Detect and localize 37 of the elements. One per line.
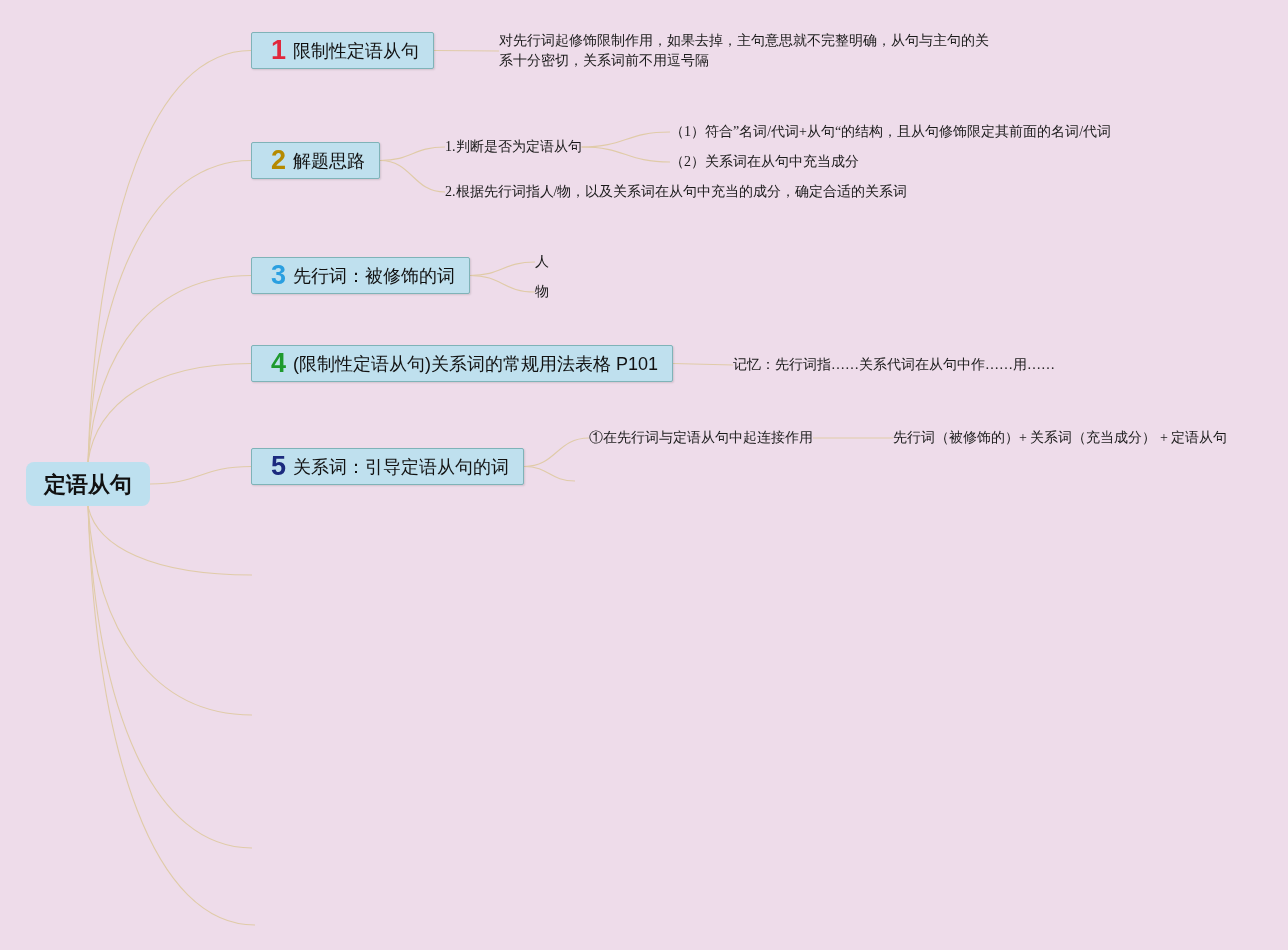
branch-line bbox=[672, 362, 734, 366]
branch-line bbox=[523, 465, 576, 482]
topic-box bbox=[251, 448, 525, 485]
topic-title: 关系词：引导定语从句的词 bbox=[293, 455, 510, 479]
step-number: 4 bbox=[271, 350, 287, 377]
subtopic-text: （1）符合”名词/代词+从句“的结构，且从句修饰限定其前面的名词/代词 bbox=[670, 122, 1112, 142]
topic-title: 解题思路 bbox=[293, 149, 366, 173]
topic-box bbox=[251, 257, 471, 294]
topic-box bbox=[251, 32, 435, 69]
branch-line bbox=[812, 437, 894, 439]
subtopic-text: 2.根据先行词指人/物，以及关系词在从句中充当的成分，确定合适的关系词 bbox=[445, 182, 908, 202]
branch-line bbox=[580, 146, 671, 163]
branch-line bbox=[469, 274, 536, 293]
topic-box bbox=[251, 142, 381, 179]
subtopic-text: ①在先行词与定语从句中起连接作用 bbox=[589, 428, 813, 448]
topic-box bbox=[251, 345, 674, 382]
branch-line bbox=[379, 159, 446, 193]
subtopic-text: 先行词（被修饰的）+ 关系词（充当成分） + 定语从句 bbox=[893, 428, 1228, 448]
subtopic-text: （2）关系词在从句中充当成分 bbox=[670, 152, 859, 172]
topic-title: (限制性定语从句)关系词的常规用法表格 P101 bbox=[293, 352, 659, 376]
subtopic-text: 物 bbox=[535, 282, 549, 302]
topic-title: 先行词：被修饰的词 bbox=[293, 264, 456, 288]
branch-line bbox=[87, 274, 252, 463]
branch-line bbox=[87, 505, 256, 926]
subtopic-text: 1.判断是否为定语从句 bbox=[445, 137, 582, 157]
step-number: 1 bbox=[271, 37, 287, 64]
branch-line bbox=[87, 159, 252, 463]
subtopic-text: 记忆：先行词指……关系代词在从句中作……用…… bbox=[733, 355, 1055, 375]
branch-line bbox=[433, 49, 500, 52]
branch-line bbox=[149, 465, 252, 485]
subtopic-text: 对先行词起修饰限制作用，如果去掉，主句意思就不完整明确，从句与主句的关系十分密切，关系词前不用逗号隔 bbox=[499, 31, 995, 71]
step-number: 5 bbox=[271, 453, 287, 480]
central-topic: 定语从句 bbox=[26, 462, 150, 506]
step-number: 3 bbox=[271, 262, 287, 289]
subtopic-text: 人 bbox=[535, 252, 549, 272]
topic-title: 限制性定语从句 bbox=[293, 39, 420, 63]
step-number: 2 bbox=[271, 147, 287, 174]
